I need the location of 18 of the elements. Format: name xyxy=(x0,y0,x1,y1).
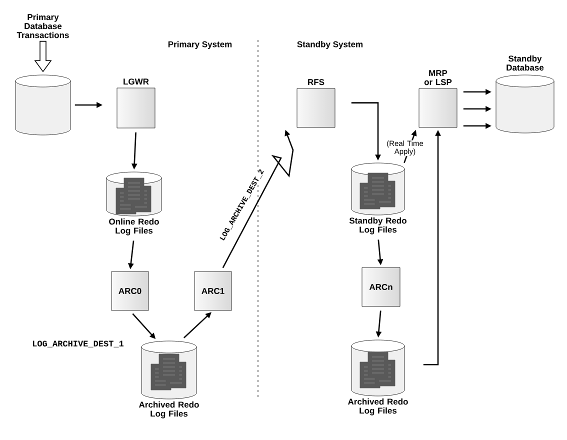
text-label: Standby System xyxy=(297,41,363,49)
cylinder-label: Standby Database xyxy=(506,55,544,71)
cylinder-label: Online Redo Log Files xyxy=(109,218,159,236)
cylinder-label: Archived Redo Log Files xyxy=(348,398,408,416)
arrow xyxy=(183,312,212,338)
cylinder-label: Archived Redo Log Files xyxy=(138,401,199,418)
cylinder-label: Standby Redo Log Files xyxy=(349,217,406,234)
text-label: Primary System xyxy=(168,41,232,49)
box-heading: LGWR xyxy=(124,78,149,85)
process-box: ARCn xyxy=(362,267,400,307)
box-heading: RFS xyxy=(308,79,324,86)
input-label: Primary Database Transactions xyxy=(16,14,69,38)
process-box: ARC0 xyxy=(111,271,149,311)
process-box: ARC1 xyxy=(194,271,232,311)
text-label: LOG_ARCHIVE_DEST_1 xyxy=(32,340,124,348)
hollow-arrow xyxy=(34,40,52,72)
box-heading: MRP or LSP xyxy=(424,70,452,86)
database-cylinder xyxy=(15,74,71,136)
